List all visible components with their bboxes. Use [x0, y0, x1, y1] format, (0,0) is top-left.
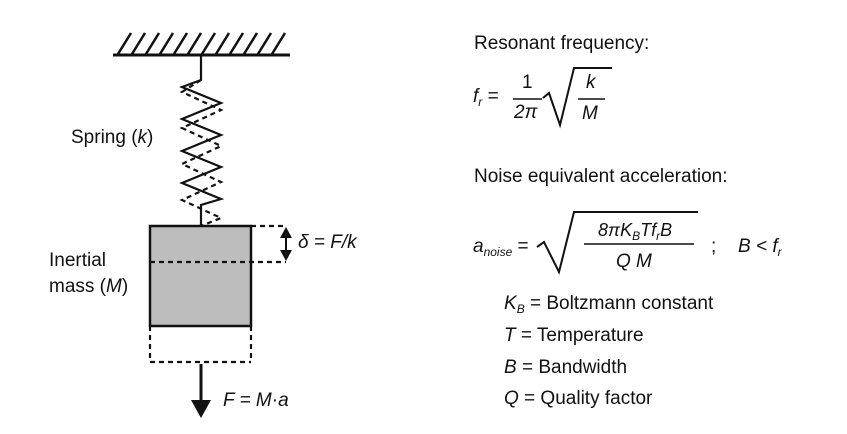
- legend-kb-sub: B: [516, 302, 525, 316]
- fr-symbol: fr =: [473, 86, 499, 113]
- root2-num: 8πKBTfrB: [598, 219, 672, 247]
- spring-constant-var: k: [137, 127, 148, 148]
- mass-label-line1: Inertial: [49, 250, 107, 271]
- frac1-den: 2π: [514, 102, 538, 123]
- sqrt-sign-noise: [536, 211, 698, 275]
- spring-label: Spring (k): [71, 127, 153, 149]
- mass-label-close: ): [121, 276, 129, 297]
- sqrt-sign-resonant: [542, 67, 612, 129]
- legend-q-sym: Q: [504, 388, 519, 409]
- root2-num-head: 8πK: [598, 220, 633, 240]
- displacement-outline: [148, 224, 286, 364]
- legend-kb-text: = Boltzmann constant: [524, 293, 714, 314]
- delta-label: δ = F/k: [298, 232, 357, 253]
- fr-sub: r: [478, 95, 483, 109]
- legend-b-sym: B: [504, 357, 517, 378]
- fr-f: f: [473, 86, 479, 107]
- frac1-num: 1: [522, 72, 533, 93]
- condition-sub: r: [777, 245, 782, 259]
- spring-label-text: Spring (: [71, 127, 138, 148]
- spring-solid: [178, 56, 225, 226]
- root2-num-end: B: [660, 220, 673, 240]
- spring-label-close: ): [147, 127, 154, 148]
- root2-den: Q M: [616, 251, 652, 272]
- legend-kb-sym: K: [504, 293, 517, 314]
- legend-t: T = Temperature: [504, 325, 644, 347]
- anoise-sub: noise: [483, 245, 513, 259]
- mass-label-line2: mass (M): [49, 276, 128, 298]
- anoise-symbol: anoise =: [473, 236, 529, 263]
- force-arrow: [191, 364, 211, 418]
- delta-arrow: [280, 227, 292, 261]
- ceiling: [113, 32, 290, 57]
- force-label: F = M·a: [223, 390, 289, 411]
- legend-b: B = Bandwidth: [504, 357, 627, 379]
- root1-den: M: [582, 103, 598, 124]
- anoise-equals: =: [517, 236, 529, 257]
- legend-t-text: = Temperature: [515, 325, 644, 346]
- condition-text: B < f: [738, 236, 778, 257]
- legend-q: Q = Quality factor: [504, 388, 652, 410]
- bandwidth-condition: B < fr: [738, 236, 782, 263]
- root2-num-kb-sub: B: [632, 229, 641, 243]
- legend-kb: KB = Boltzmann constant: [504, 293, 713, 320]
- resonant-heading: Resonant frequency:: [474, 33, 650, 54]
- legend-b-text: = Bandwidth: [516, 357, 628, 378]
- anoise-a: a: [473, 236, 484, 257]
- legend-q-text: = Quality factor: [518, 388, 653, 409]
- mass-var: M: [106, 276, 122, 297]
- root2-num-fr-sub: r: [656, 229, 661, 243]
- mass-label-text: mass (: [49, 276, 106, 297]
- root1-num: k: [586, 72, 596, 93]
- inertial-mass-box: [148, 224, 253, 328]
- noise-heading: Noise equivalent acceleration:: [474, 166, 728, 187]
- semicolon: ;: [711, 236, 717, 257]
- legend-t-sym: T: [504, 325, 516, 346]
- root2-num-tail: Tf: [640, 220, 657, 240]
- fr-equals: =: [487, 86, 499, 107]
